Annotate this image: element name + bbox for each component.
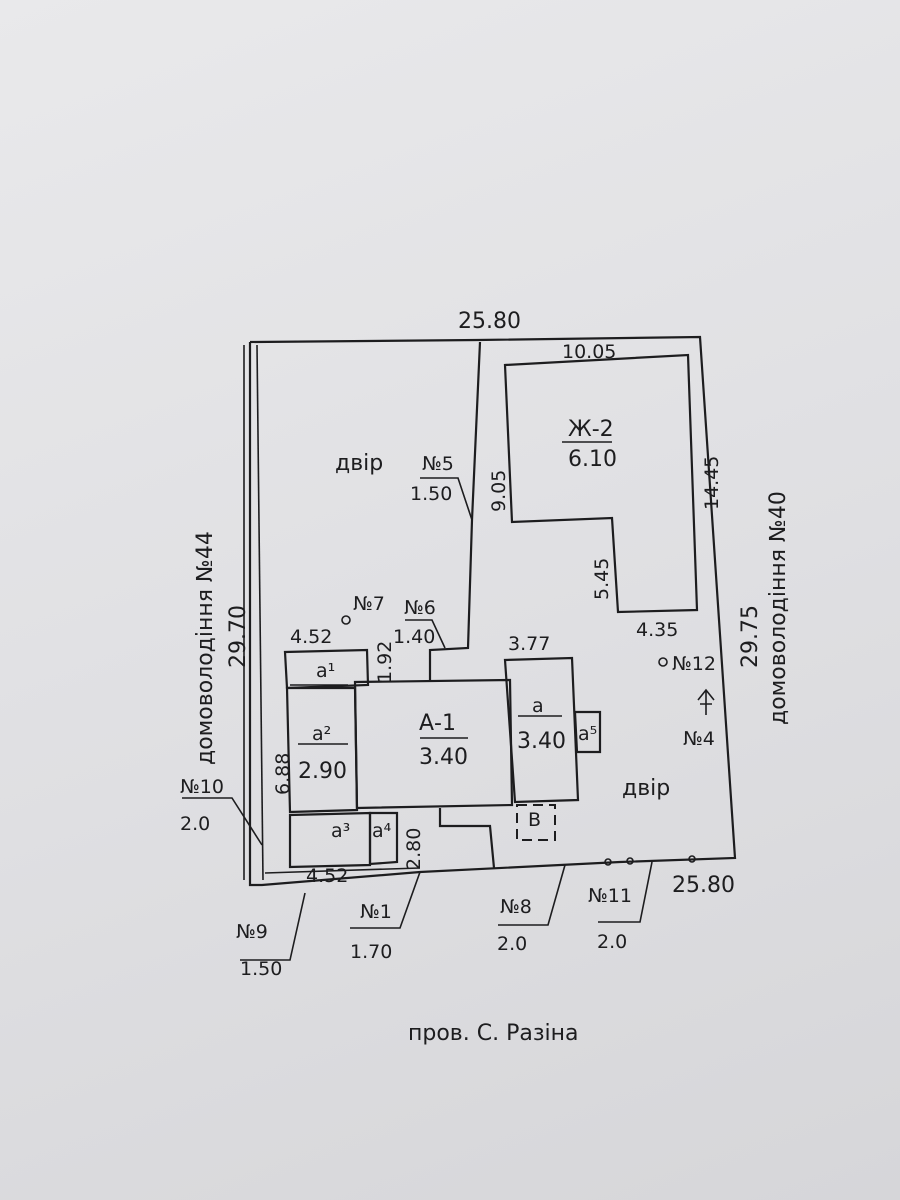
a3-width: 4.52 — [306, 865, 348, 887]
annex-a1 — [283, 648, 370, 690]
fence-10-no: №10 — [180, 776, 224, 798]
a5-name: а⁵ — [578, 723, 597, 745]
a1-name: а¹ — [316, 660, 335, 682]
fence-9-height: 1.50 — [240, 958, 282, 980]
building-zh2 — [503, 353, 699, 614]
zh2-left: 9.05 — [488, 470, 510, 512]
yard-bottom: двір — [622, 776, 670, 801]
side-depth: 6.88 — [272, 753, 294, 795]
well-icon — [697, 688, 715, 715]
fence-8-no: №8 — [500, 896, 532, 918]
zh2-name: Ж-2 — [568, 417, 614, 442]
zh2-bottom: 4.35 — [636, 619, 678, 641]
left-neighbor: домоволодіння №44 — [193, 531, 218, 765]
a4-name: а⁴ — [372, 820, 392, 842]
a3-name: а³ — [331, 820, 350, 842]
a-right-height: 3.40 — [517, 729, 566, 754]
fence-5-height: 1.50 — [410, 483, 452, 505]
fence-post-11a — [604, 858, 612, 866]
fence-10-height: 2.0 — [180, 813, 210, 835]
fence-6-no: №6 — [404, 597, 436, 619]
annex-a4 — [368, 811, 399, 866]
zh2-top-length: 10.05 — [562, 341, 616, 363]
fence-11-height: 2.0 — [597, 931, 627, 953]
porch — [438, 808, 496, 869]
fence-6-height: 1.40 — [393, 626, 435, 648]
zh2-right: 14.45 — [701, 456, 723, 510]
a1-main-height: 3.40 — [419, 745, 468, 770]
zh2-height: 6.10 — [568, 447, 617, 472]
plot-boundary — [243, 335, 737, 887]
right-length: 29.75 — [738, 605, 763, 668]
fence-5-no: №5 — [422, 453, 454, 475]
fence-1-no: №1 — [360, 901, 392, 923]
fence-8-height: 2.0 — [497, 933, 527, 955]
top-length: 25.80 — [458, 309, 521, 334]
fence-9-no: №9 — [236, 921, 268, 943]
a1-width: 4.52 — [290, 626, 332, 648]
annex-a2 — [285, 686, 359, 814]
a-right-width: 3.77 — [508, 633, 550, 655]
a4-depth: 2.80 — [403, 828, 425, 870]
annex-a — [503, 656, 580, 804]
cellar-v-label: В — [528, 809, 541, 831]
annex-a3 — [288, 811, 372, 869]
bottom-length: 25.80 — [672, 873, 735, 898]
left-length: 29.70 — [226, 605, 251, 668]
cellar-v — [516, 804, 556, 841]
fence-post-12 — [658, 657, 668, 667]
leader-lines — [182, 441, 653, 961]
fence-11-no: №11 — [588, 885, 632, 907]
well-4-no: №4 — [683, 728, 715, 750]
yard-top: двір — [335, 451, 383, 476]
right-neighbor: домоволодіння №40 — [766, 491, 791, 725]
fence-12-no: №12 — [672, 653, 716, 675]
zh2-inner: 5.45 — [591, 558, 613, 600]
fence-post-7 — [341, 615, 351, 625]
fence-1-height: 1.70 — [350, 941, 392, 963]
inner-fence — [428, 341, 482, 680]
fence-post-11c — [688, 855, 696, 863]
annex-a5 — [573, 710, 602, 754]
street-name: пров. С. Разіна — [408, 1021, 579, 1046]
a2-name: а² — [312, 723, 331, 745]
a2-height: 2.90 — [298, 759, 347, 784]
a1-depth: 1.92 — [374, 641, 396, 683]
fence-7-no: №7 — [353, 593, 385, 615]
building-a1-main — [353, 678, 514, 810]
a1-main-name: А-1 — [419, 711, 456, 736]
fence-post-11b — [626, 857, 634, 865]
a-right-name: а — [532, 695, 544, 717]
